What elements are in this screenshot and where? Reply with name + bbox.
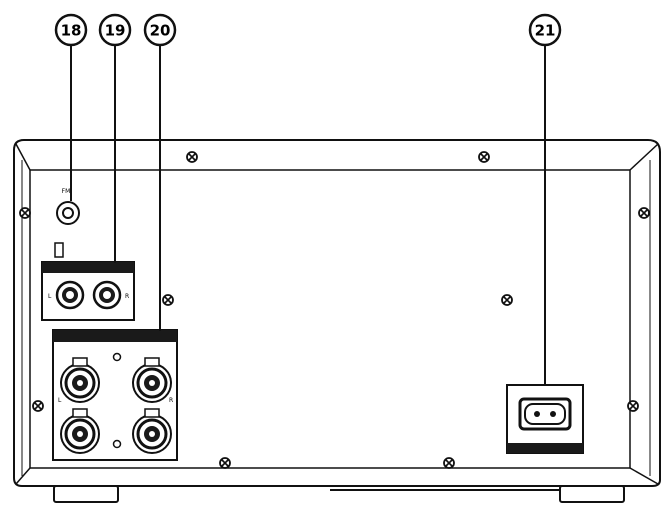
speaker-header [53,330,177,342]
line-out-jack-left[interactable] [55,280,85,310]
line-out-right-mark: R [125,293,129,300]
speaker-terminal-left-minus[interactable] [60,408,100,454]
foot-right [559,485,625,503]
speaker-left-mark: L [58,397,62,404]
line-out-panel: L R [41,261,135,321]
fm-jack-inner [62,207,74,219]
corner-line-bl [15,467,31,485]
corner-line-tr [629,143,659,171]
screw-icon [32,400,44,412]
ac-inlet-panel [506,384,584,454]
screw-icon [478,151,490,163]
fm-antenna-jack[interactable] [56,201,80,225]
ground-tab[interactable] [54,242,64,258]
callout-20: 20 [143,13,177,47]
screw-icon [638,207,650,219]
ac-pin-left [534,411,540,417]
callout-19: 19 [98,13,132,47]
fm-jack-label: FM [62,188,71,195]
line-out-left-mark: L [48,293,52,300]
ac-pin-right [550,411,556,417]
line-out-header [42,262,134,273]
ac-inlet-socket[interactable] [518,397,572,431]
speaker-terminal-left-plus[interactable] [60,357,100,403]
polarity-mark-bottom [112,439,122,449]
callout-21: 21 [528,13,562,47]
svg-text:21: 21 [535,22,556,40]
leader-lines [70,46,546,385]
svg-text:18: 18 [61,22,82,40]
ac-inlet-footer [507,443,583,453]
speaker-terminal-right-minus[interactable] [132,408,172,454]
foot-left [53,485,119,503]
speaker-terminal-panel: L R [52,329,178,461]
screw-icon [443,457,455,469]
screw-icon [501,294,513,306]
corner-line-br [629,467,659,485]
speaker-right-mark: R [169,397,173,404]
screw-icon [162,294,174,306]
screw-icon [186,151,198,163]
polarity-mark-top [112,352,122,362]
line-out-jack-right[interactable] [92,280,122,310]
corner-line-tl [15,143,31,171]
screw-icon [219,457,231,469]
screw-icon [627,400,639,412]
screw-icon [19,207,31,219]
feet [53,485,625,503]
cabinet-outer [13,139,661,487]
callout-18: 18 [54,13,88,47]
speaker-terminal-right-plus[interactable] [132,357,172,403]
svg-text:19: 19 [105,22,126,40]
svg-text:20: 20 [150,22,171,40]
